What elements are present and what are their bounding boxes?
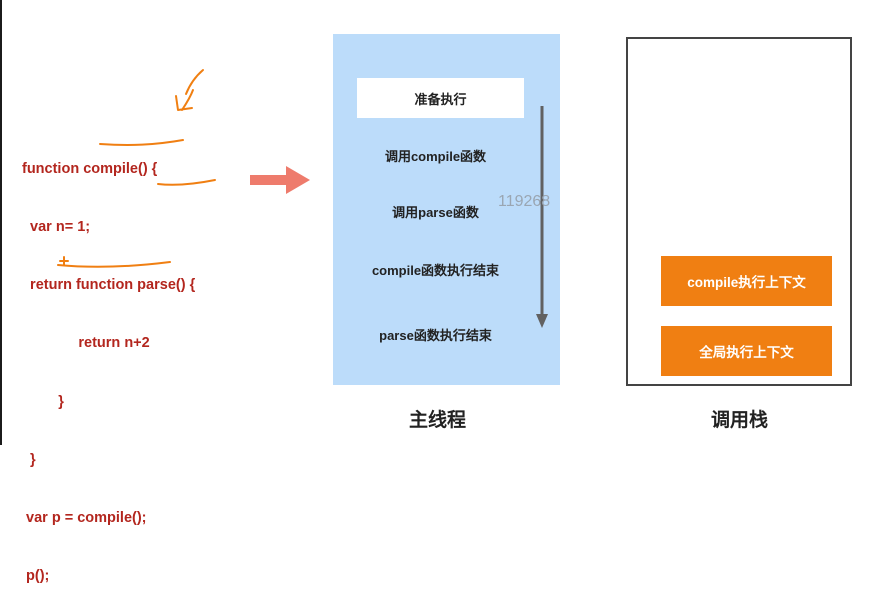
handwritten-annotations (57, 69, 216, 268)
main-thread-step: 调用parse函数 (392, 205, 479, 220)
code-line: function compile() { (22, 160, 158, 177)
call-stack-frame: 全局执行上下文 (661, 326, 832, 376)
underline-mark (57, 261, 171, 268)
watermark: 119268 (498, 193, 551, 210)
call-stack-frame: compile执行上下文 (661, 256, 832, 306)
pointer-arrow-icon (175, 95, 193, 111)
plus-mark (59, 256, 69, 266)
main-thread-step: 准备执行 (357, 78, 524, 118)
code-line: var p = compile(); (22, 510, 147, 527)
code-line: } (22, 393, 64, 410)
code-line: return n+2 (22, 335, 150, 352)
window-left-edge (0, 0, 2, 445)
code-line: return function parse() { (22, 277, 196, 294)
main-thread-step: 调用compile函数 (384, 149, 487, 164)
underline-mark (157, 179, 216, 186)
code-line: p(); (22, 568, 50, 585)
main-thread-panel: 准备执行 调用compile函数 调用parse函数 compile函数执行结束… (333, 34, 560, 385)
call-stack-caption: 调用栈 (711, 410, 769, 431)
code-line: } (22, 451, 36, 468)
main-thread-step: parse函数执行结束 (379, 328, 492, 343)
main-thread-caption: 主线程 (409, 410, 467, 431)
pointer-arrow-icon (181, 89, 194, 111)
main-thread-step: compile函数执行结束 (371, 263, 500, 278)
pointer-arrow-icon (185, 69, 204, 95)
call-stack-panel: compile执行上下文 全局执行上下文 (626, 37, 852, 386)
flow-arrow-icon (250, 166, 310, 194)
underline-mark (99, 139, 184, 146)
code-line: var n= 1; (22, 219, 91, 236)
timeline-arrow-icon (536, 106, 548, 328)
